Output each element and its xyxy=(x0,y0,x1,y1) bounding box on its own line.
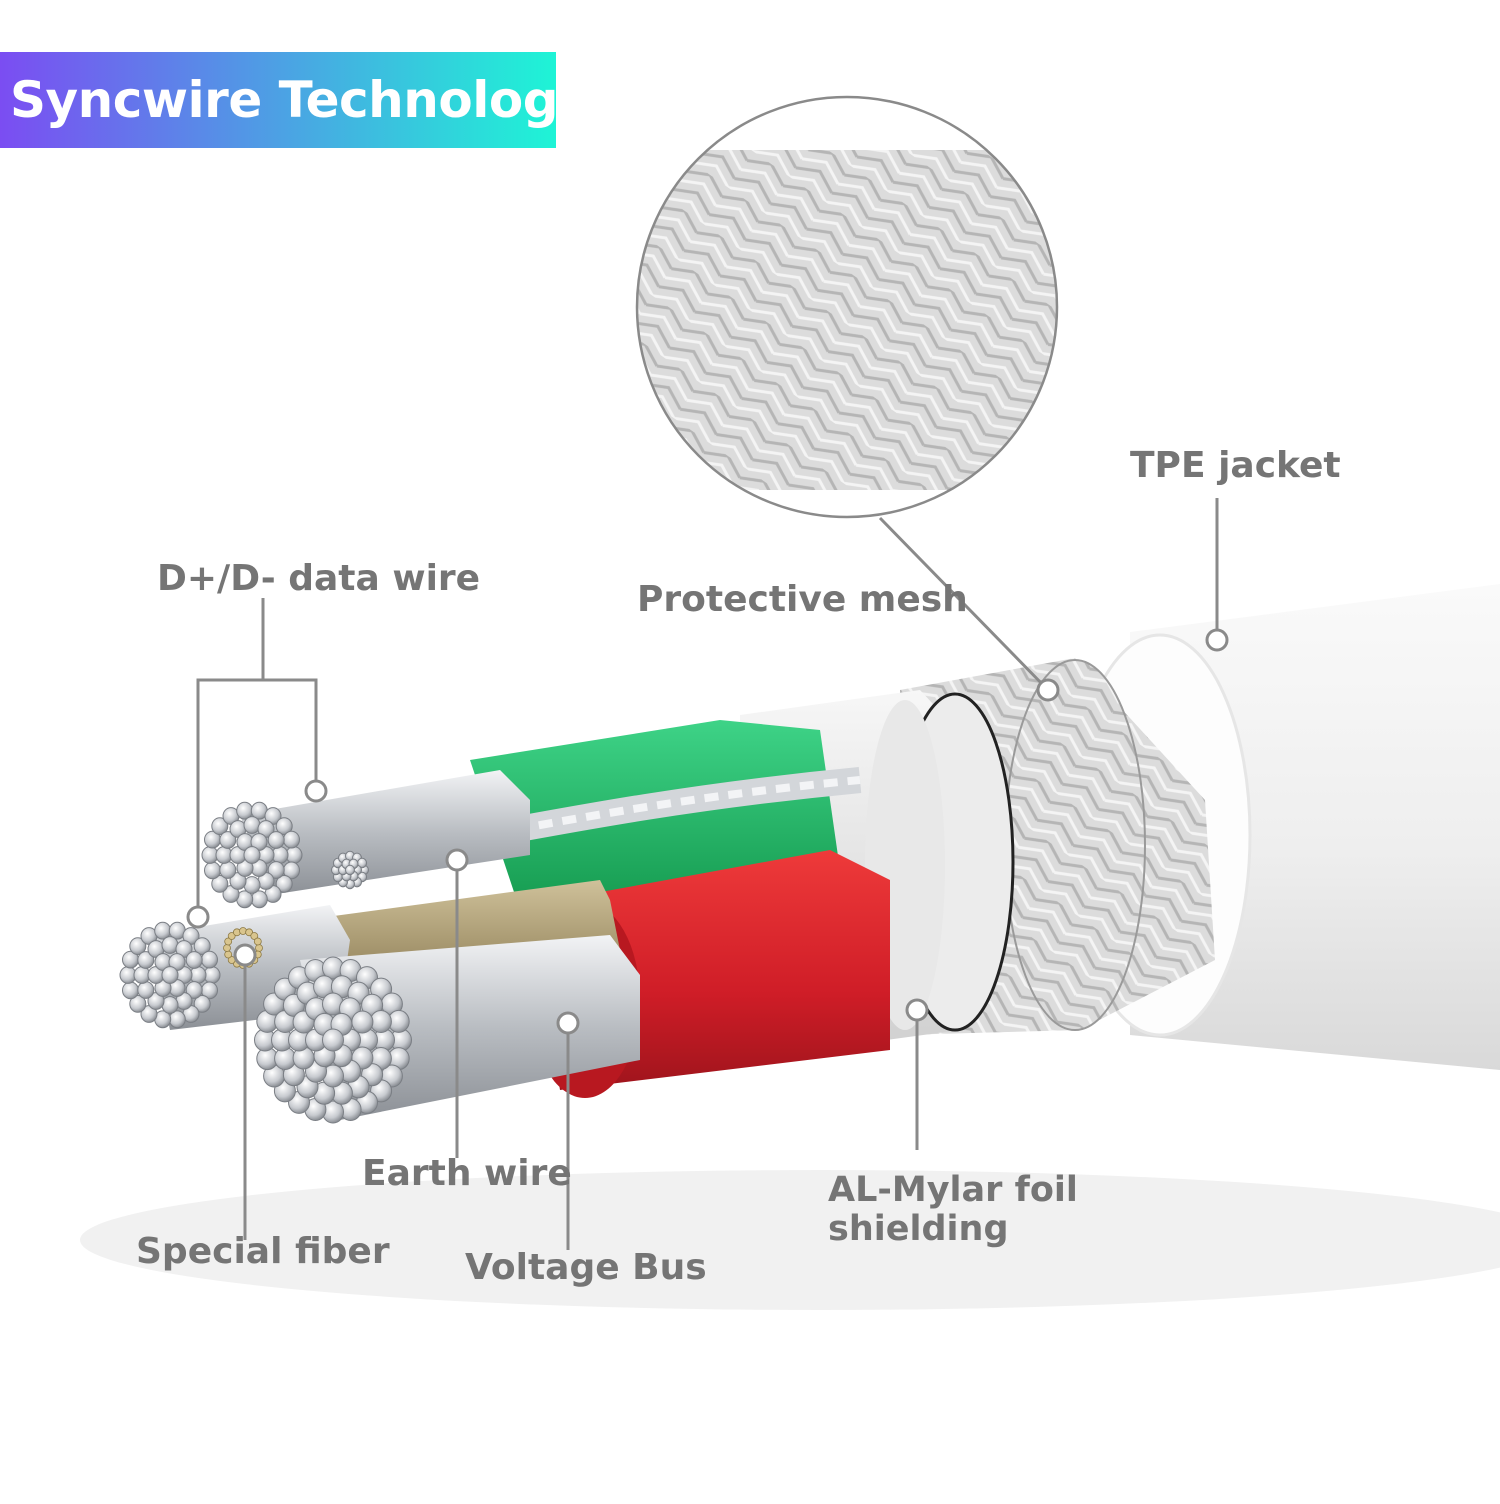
strand-end xyxy=(267,861,285,879)
strand-end xyxy=(219,831,237,849)
strand-end xyxy=(351,1010,374,1034)
leader-data-wire-b xyxy=(263,678,318,791)
strand-end xyxy=(345,864,355,876)
strand-end xyxy=(322,1028,344,1052)
leader-lines xyxy=(196,498,1219,1250)
fiber-end xyxy=(245,928,254,937)
fiber-end xyxy=(224,937,233,946)
leader-protective-mesh xyxy=(878,516,1050,692)
label-tpe-jacket: TPE jacket xyxy=(1130,445,1341,486)
strand-end xyxy=(193,937,211,955)
strand-end xyxy=(129,937,147,955)
label-mylar-line2: shielding xyxy=(828,1209,1009,1249)
label-data-wire: D+/D- data wire xyxy=(157,558,481,599)
strand-end xyxy=(204,861,221,880)
label-earth-wire: Earth wire xyxy=(362,1153,572,1194)
mesh-zoom-circle xyxy=(635,95,1059,519)
strand-end xyxy=(275,817,293,835)
strand-end xyxy=(161,996,179,1014)
strand-end xyxy=(283,830,300,849)
fiber-end xyxy=(227,932,236,940)
dot-protective-mesh xyxy=(1036,678,1060,702)
strand-end xyxy=(161,966,179,984)
strand-end xyxy=(185,951,203,969)
strand-end xyxy=(161,936,179,954)
strand-end xyxy=(201,950,218,969)
dot-special-fiber xyxy=(233,943,257,967)
leader-dots xyxy=(186,628,1229,1035)
dot-tpe-jacket xyxy=(1205,628,1229,652)
conductor-strand-ends xyxy=(119,801,412,1124)
label-voltage-bus: Voltage Bus xyxy=(465,1247,707,1288)
leader-data-wire-a xyxy=(196,598,265,917)
dot-voltage-bus xyxy=(556,1011,580,1035)
strand-end xyxy=(211,817,229,835)
dot-mylar-foil xyxy=(905,998,929,1022)
label-special-fiber: Special fiber xyxy=(136,1231,390,1272)
strand-end xyxy=(129,995,147,1013)
strand-end xyxy=(211,875,229,893)
strand-end xyxy=(243,846,261,864)
fiber-end xyxy=(250,932,259,940)
label-mylar-line1: AL-Mylar foil xyxy=(828,1170,1078,1210)
strand-end xyxy=(267,831,285,849)
fiber-end xyxy=(224,950,233,959)
banner-title: Syncwire Technology xyxy=(10,71,591,129)
title-banner: Syncwire Technology xyxy=(0,52,591,148)
strand-end xyxy=(243,816,261,834)
strand-end xyxy=(137,951,155,969)
fiber-end xyxy=(223,944,231,952)
strand-end xyxy=(275,875,293,893)
strand-end xyxy=(243,876,261,894)
dot-earth-wire xyxy=(445,848,469,872)
strand-end xyxy=(137,981,155,999)
fiber-end xyxy=(255,944,263,952)
dot-data-wire-a xyxy=(186,905,210,929)
strand-end xyxy=(122,981,139,1000)
dot-data-wire-b xyxy=(304,779,328,803)
label-protective-mesh: Protective mesh xyxy=(637,579,968,620)
fiber-end xyxy=(253,937,262,946)
strand-end xyxy=(219,861,237,879)
strand-end xyxy=(193,995,211,1013)
strand-end xyxy=(369,1009,392,1034)
strand-end xyxy=(185,981,203,999)
